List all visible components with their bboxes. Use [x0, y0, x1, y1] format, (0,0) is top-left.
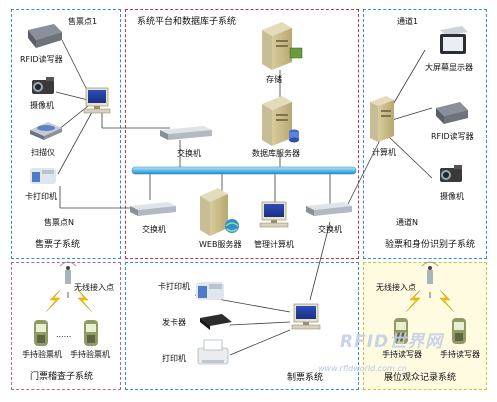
handheld-terminal-a-icon: [34, 320, 48, 346]
label-switch-right: 交换机: [318, 225, 342, 234]
card-printer-icon: [30, 168, 56, 184]
rfid-reader-icon: [28, 24, 62, 48]
visitor-wireless-ap-icon: [421, 261, 439, 284]
verify-rfid-reader-icon: [436, 102, 468, 124]
verify-subsystem-box: [363, 9, 487, 259]
scanner-icon: [30, 122, 62, 140]
label-mgmt-pc: 管理计算机: [254, 240, 294, 249]
watermark-brand: RFID世界网: [340, 332, 444, 352]
platform-subsystem-box: [125, 9, 359, 259]
handheld-reader-b-icon: [452, 318, 466, 344]
verify-camera-icon: [440, 165, 462, 182]
visitor-record-subsystem-box: [363, 262, 487, 390]
title-verify: 验票和身份识别子系统: [385, 240, 476, 250]
wireless-ap-icon: [59, 261, 77, 284]
database-server-icon: [262, 96, 299, 146]
label-computer: 计算机: [372, 148, 396, 157]
label-scanner: 扫描仪: [31, 148, 55, 157]
visitor-lightning-icon: [405, 289, 455, 313]
title-gate-check: 门票稽查子系统: [30, 372, 94, 382]
label-storage: 存储: [266, 75, 282, 84]
label-reader-b: 手持读写器: [440, 350, 480, 359]
label-card-printer: 卡打印机: [25, 192, 57, 201]
label-channel-n: 通道N: [396, 218, 418, 227]
lightning-icon: [45, 289, 93, 313]
label-card-issuer: 发卡器: [162, 318, 186, 327]
ticketing-card-printer-icon: [196, 282, 224, 300]
storage-server-icon: [262, 22, 303, 70]
label-handheld-a: 手持验票机: [22, 350, 62, 359]
card-issuer-icon: [200, 314, 232, 330]
label-channel-1: 通道1: [397, 17, 419, 26]
label-visitor-wireless-ap: 无线接入点: [376, 283, 416, 292]
title-visitor-record: 展位观众记录系统: [384, 373, 457, 383]
ticketing-pc-icon: [291, 303, 321, 330]
label-gate-wireless-ap: 无线接入点: [74, 283, 114, 292]
ticket-sale-pc-icon: [83, 87, 111, 114]
title-ticket-sale: 售票子系统: [35, 240, 81, 250]
label-gate-dots: ......: [56, 330, 72, 339]
ticketing-subsystem-box: [125, 262, 359, 390]
switch-center-icon: [160, 126, 212, 140]
label-web-server: WEB服务器: [199, 240, 242, 249]
label-ticketing-card-printer: 卡打印机: [158, 282, 190, 291]
title-platform: 系统平台和数据库子系统: [137, 17, 237, 27]
label-camera: 摄像机: [30, 101, 54, 110]
handheld-terminal-b-icon: [84, 320, 98, 346]
printer-icon: [197, 339, 229, 365]
management-pc-icon: [259, 201, 289, 228]
label-db-server: 数据库服务器: [252, 149, 300, 158]
switch-left-icon: [130, 202, 176, 216]
label-switch-left: 交换机: [142, 225, 166, 234]
big-screen-monitor-icon: [440, 26, 468, 54]
title-ticketing: 制票系统: [287, 373, 324, 383]
label-ticket-point-n: 售票点N: [44, 218, 74, 227]
camera-icon: [32, 77, 54, 94]
label-handheld-b: 手持验票机: [70, 350, 110, 359]
label-switch-center: 交换机: [177, 149, 201, 158]
label-rfid-reader: RFID读写器: [20, 55, 63, 64]
web-server-icon: [200, 188, 239, 236]
label-reader-a: 手持读写器: [382, 350, 422, 359]
label-verify-rfid-reader: RFID读写器: [431, 132, 474, 141]
label-verify-camera: 摄像机: [440, 192, 464, 201]
handheld-reader-a-icon: [394, 318, 408, 344]
ticket-sale-subsystem-box: [11, 9, 121, 259]
label-printer: 打印机: [162, 354, 186, 363]
watermark-url: www.rfidworld.com.cn: [318, 364, 407, 373]
switch-right-icon: [306, 202, 352, 216]
verify-computer-icon: [370, 96, 394, 142]
label-big-screen: 大屏幕显示器: [425, 63, 473, 72]
label-ticket-point-1: 售票点1: [68, 17, 98, 26]
